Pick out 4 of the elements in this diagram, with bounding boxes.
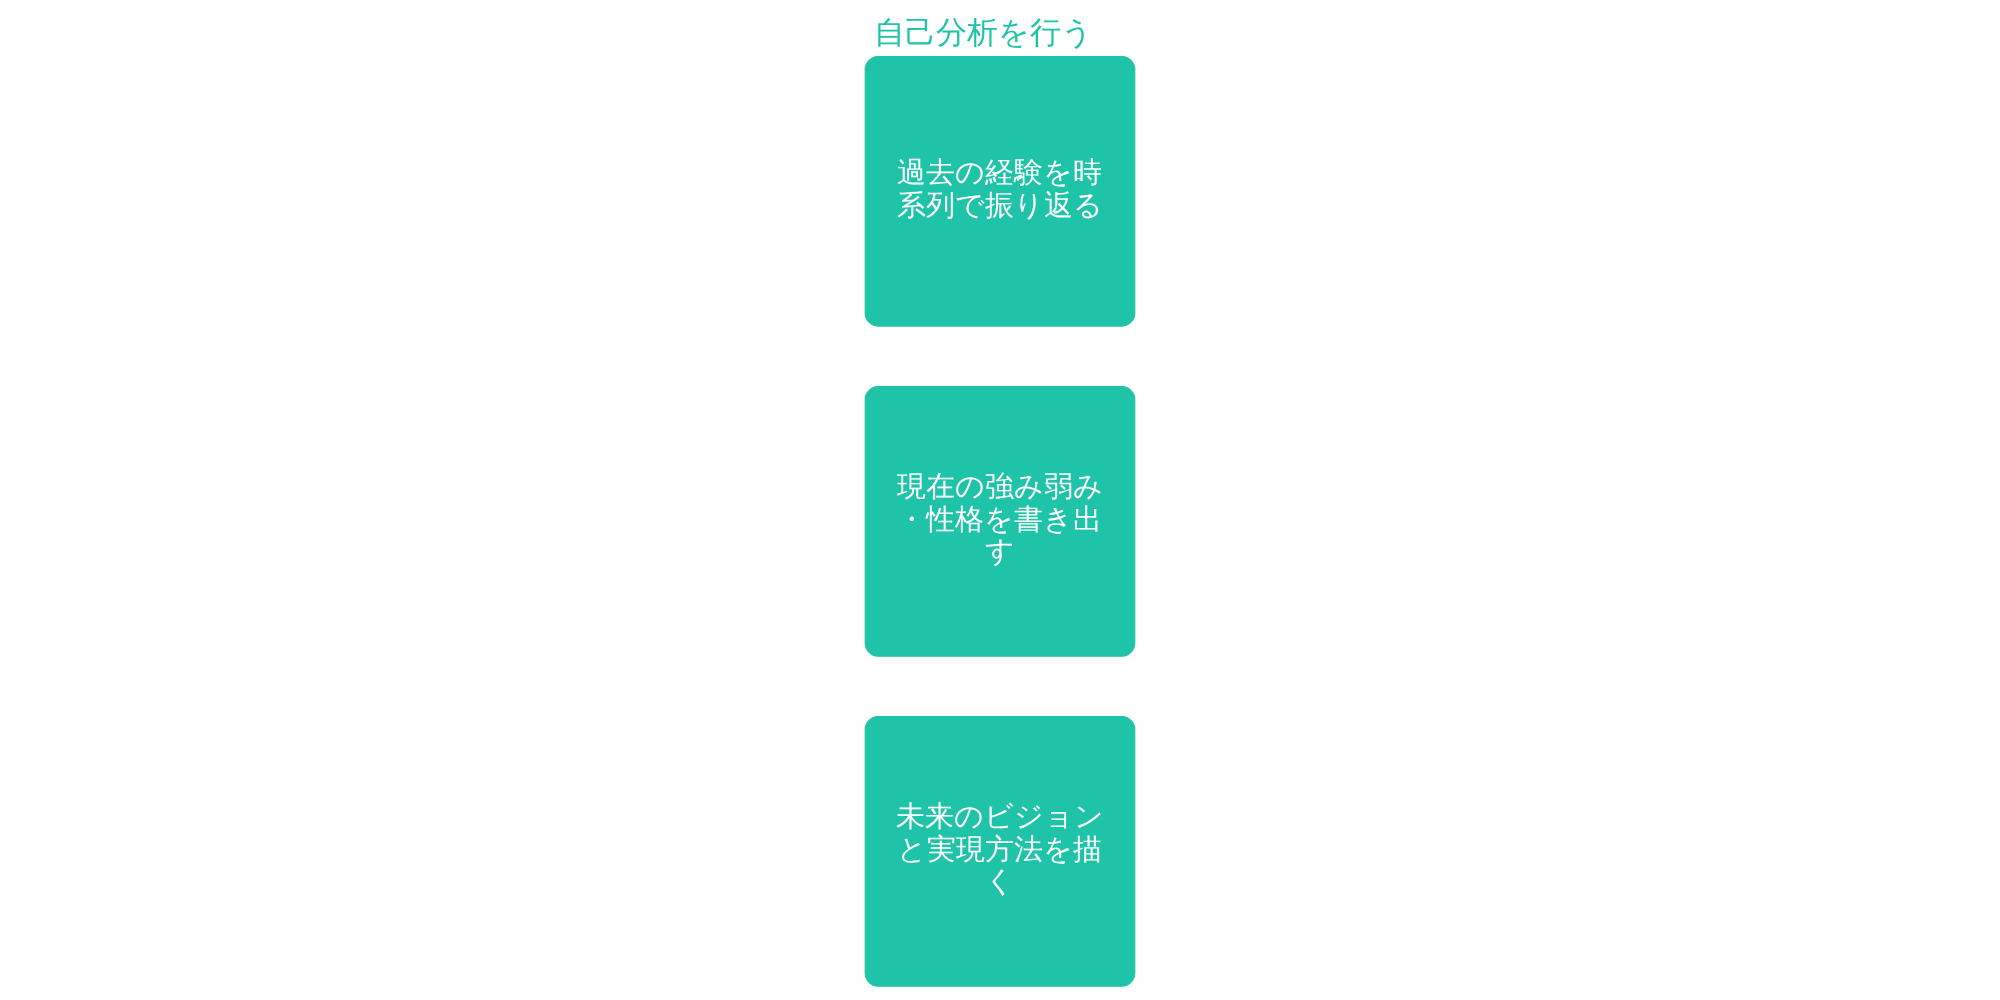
node-box: 未来のビジョンと実現方法を描く [864,716,1136,987]
node-box: 現在の強み弱み・性格を書き出す [864,386,1136,657]
node-box: 過去の経験を時系列で振り返る [864,55,1136,327]
diagram-title: 自己分析を行う [874,13,1094,50]
